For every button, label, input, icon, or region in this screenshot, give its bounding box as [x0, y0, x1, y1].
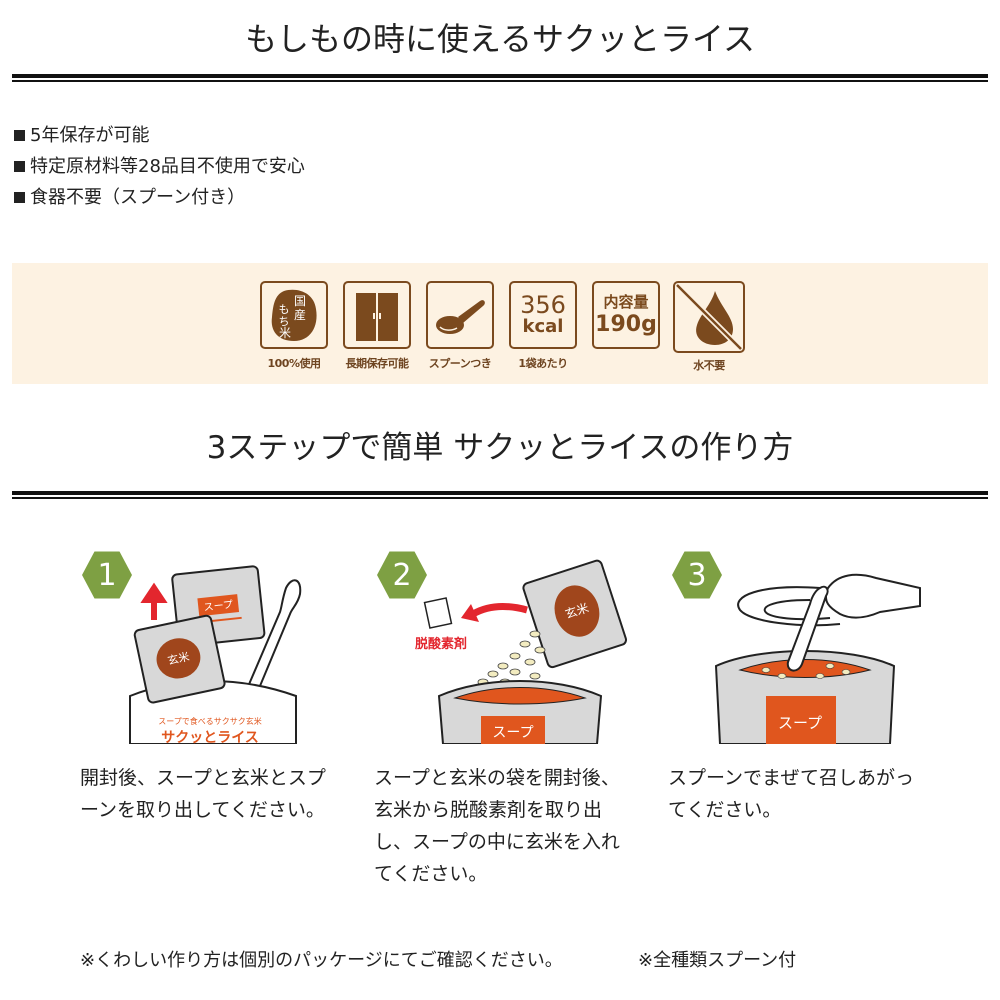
svg-text:も: も — [279, 303, 290, 316]
svg-text:スープで食べるサクサク玄米: スープで食べるサクサク玄米 — [158, 716, 262, 726]
feature-item: 食器不要（スプーン付き） — [14, 182, 305, 213]
step-1-illustration: スープ スープで食べるサクサク玄米 サクッとライス 玄米 — [129, 565, 302, 744]
package-note: ※くわしい作り方は個別のパッケージにてご確認ください。 — [80, 950, 563, 971]
svg-text:スープ: スープ — [492, 725, 533, 741]
step-2-description: スープと玄米の袋を開封後、玄米から脱酸素剤を取り出し、スープの中に玄米を入れてく… — [374, 767, 620, 885]
svg-text:米: 米 — [279, 326, 291, 340]
svg-text:ち: ち — [279, 315, 290, 328]
icon-mochi-rice: 国 産 も ち 米 100%使用 — [258, 281, 330, 373]
feature-icon-row: 国 産 も ち 米 100%使用 長期保存可能 — [258, 281, 745, 373]
icon-long-storage: 長期保存可能 — [341, 281, 413, 373]
svg-text:産: 産 — [294, 307, 306, 322]
svg-text:脱酸素剤: 脱酸素剤 — [415, 636, 467, 652]
svg-text:サクッとライス: サクッとライス — [161, 730, 259, 744]
svg-text:玄米: 玄米 — [563, 600, 590, 622]
cabinet-icon — [343, 281, 411, 349]
step-2-illustration: 脱酸素剤 玄米 スープ — [415, 559, 628, 744]
no-water-icon — [673, 281, 745, 353]
step-3-illustration: スープ — [714, 573, 921, 744]
how-to-title: 3ステップで簡単 サクッとライスの作り方 — [206, 430, 794, 466]
svg-text:スープ: スープ — [203, 599, 233, 614]
icon-calories: 356 kcal 1袋あたり — [507, 281, 579, 373]
spoon-note: ※全種類スプーン付 — [638, 950, 797, 971]
feature-list: 5年保存が可能 特定原材料等28品目不使用で安心 食器不要（スプーン付き） — [14, 120, 305, 213]
svg-text:スープ: スープ — [778, 714, 822, 732]
spoon-icon — [426, 281, 494, 349]
content-icon: 内容量 190g — [592, 281, 660, 349]
bullet-icon — [14, 161, 25, 172]
page-title: もしもの時に使えるサクッとライス — [244, 20, 756, 58]
feature-item: 特定原材料等28品目不使用で安心 — [14, 151, 305, 182]
icon-content-weight: 内容量 190g — [590, 281, 662, 373]
bullet-icon — [14, 130, 25, 141]
feature-icon-band — [12, 263, 988, 384]
step-1-description: 開封後、スープと玄米とスプーンを取り出してください。 — [80, 767, 326, 821]
icon-spoon-included: スプーンつき — [424, 281, 496, 373]
mochi-rice-icon: 国 産 も ち 米 — [260, 281, 328, 349]
svg-text:国: 国 — [294, 294, 306, 308]
svg-text:玄米: 玄米 — [166, 649, 190, 667]
bullet-icon — [14, 192, 25, 203]
step-3-description: スプーンでまぜて召しあがってください。 — [668, 767, 915, 821]
calorie-icon: 356 kcal — [509, 281, 577, 349]
how-to-divider — [12, 491, 988, 499]
icon-no-water: 水不要 — [673, 281, 745, 373]
feature-item: 5年保存が可能 — [14, 120, 305, 151]
title-divider — [12, 74, 988, 82]
